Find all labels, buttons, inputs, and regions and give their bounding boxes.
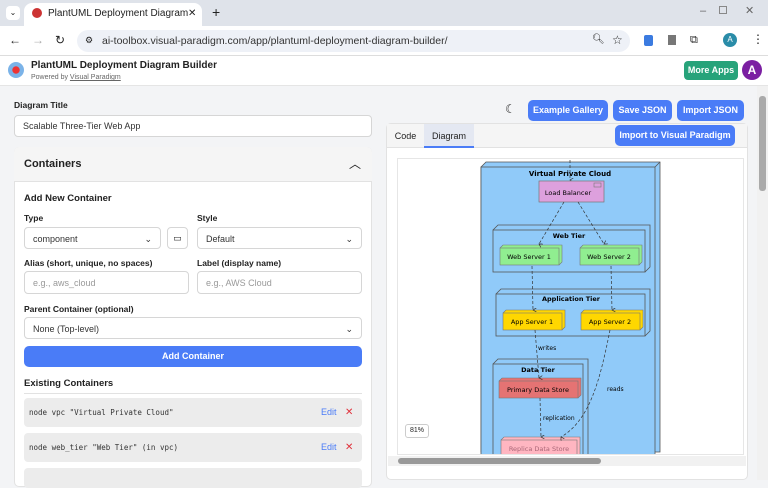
profile-avatar[interactable]: A [723,33,737,47]
favicon-icon [32,8,42,18]
primary-data-store-label: Primary Data Store [507,386,569,394]
edit-button[interactable]: Edit [321,407,337,417]
web-server-2-node[interactable] [579,244,643,266]
writes-edge-label: writes [538,345,556,352]
style-preview-icon[interactable]: ▭ [167,227,188,249]
add-new-container-heading: Add New Container [24,193,112,204]
replica-data-store-label: Replica Data Store [509,445,569,453]
edge [534,329,539,378]
replica-data-store-node[interactable] [500,436,581,455]
parent-label: Parent Container (optional) [24,304,134,314]
site-info-icon[interactable]: ⚙ [85,35,94,45]
extension-icon[interactable] [668,35,676,45]
page-scrollbar-thumb[interactable] [759,96,766,191]
container-row [24,433,362,462]
load-balancer-label: Load Balancer [545,189,592,197]
example-gallery-button[interactable]: Example Gallery [528,100,608,121]
back-icon[interactable]: ← [9,33,21,47]
powered-by-text: Powered by [31,74,68,81]
parent-select[interactable]: None (Top-level)⌄ [24,317,362,339]
app-server-2-node[interactable] [580,309,644,331]
edge [610,265,612,310]
web-server-1-label: Web Server 1 [507,253,551,261]
app-server-1-node[interactable] [502,309,566,331]
more-apps-button[interactable]: More Apps [684,61,738,80]
deployment-diagram: Virtual Private Cloud Load Balancer Web … [480,159,661,455]
zoom-level-badge: 81% [405,424,429,438]
containers-header[interactable] [14,147,372,182]
edge [577,201,604,244]
existing-containers-heading: Existing Containers [24,378,114,389]
save-json-button[interactable]: Save JSON [613,100,672,121]
container-row-text: node web_tier "Web Tier" (in vpc) [29,443,179,452]
extension-icon[interactable] [644,35,653,46]
forward-icon[interactable]: → [32,33,44,47]
horizontal-scrollbar-thumb[interactable] [398,458,601,464]
close-tab-icon[interactable]: ✕ [188,8,197,19]
edge [539,201,565,244]
alias-input[interactable]: e.g., aws_cloud [24,271,189,294]
browser-menu-icon[interactable]: ⋮ [752,32,764,46]
import-json-button[interactable]: Import JSON [677,100,744,121]
delete-icon[interactable]: ✕ [345,442,354,453]
minimize-icon[interactable]: – [700,5,707,17]
diagram-title-label: Diagram Title [14,100,68,110]
divider [24,393,362,394]
app-header [0,56,768,86]
visual-paradigm-link[interactable]: Visual Paradigm [69,74,121,81]
zoom-icon[interactable]: 🔍︎ [592,34,605,45]
user-avatar[interactable]: A [742,60,762,80]
import-to-visual-paradigm-button[interactable]: Import to Visual Paradigm [615,125,735,146]
reload-icon[interactable]: ↻ [55,33,66,47]
web-server-2-label: Web Server 2 [587,253,631,261]
maximize-icon[interactable] [719,6,727,14]
tab-list-icon[interactable]: ⌄ [6,6,20,20]
component-icon [593,182,602,188]
url-field[interactable]: ai-toolbox.visual-paradigm.com/app/plant… [77,30,630,52]
application-tier-label: Application Tier [542,295,601,303]
browser-tab-title[interactable]: PlantUML Deployment Diagram [48,8,189,19]
new-tab-icon[interactable]: + [212,4,221,20]
type-select[interactable]: component⌄ [24,227,161,249]
extensions-puzzle-icon[interactable]: ⧉ [690,34,698,46]
app-server-2-label: App Server 2 [589,318,631,326]
tab-diagram[interactable]: Diagram [424,124,474,148]
edge [561,329,611,437]
page-scrollbar[interactable] [757,86,768,480]
replication-edge-label: replication [543,415,575,422]
web-server-1-node[interactable] [499,244,563,266]
containers-title: Containers [24,158,82,170]
alias-label: Alias (short, unique, no spaces) [24,258,153,268]
close-window-icon[interactable]: ✕ [745,5,755,17]
label-label: Label (display name) [197,258,282,268]
edge [531,265,533,310]
delete-icon[interactable]: ✕ [345,407,354,418]
label-input[interactable]: e.g., AWS Cloud [197,271,362,294]
tab-code[interactable]: Code [394,131,417,141]
app-logo-icon [8,62,24,78]
load-balancer-node[interactable] [538,180,605,203]
primary-data-store-node[interactable] [498,377,582,399]
vpc-label: Virtual Private Cloud [529,170,611,178]
browser-tab[interactable] [24,3,202,26]
add-container-button[interactable]: Add Container [24,346,362,367]
reads-edge-label: reads [607,386,624,393]
diagram-viewport[interactable]: Virtual Private Cloud Load Balancer Web … [397,158,744,455]
type-label: Type [24,213,44,223]
app-server-1-label: App Server 1 [511,318,553,326]
style-label: Style [197,213,218,223]
web-tier-label: Web Tier [553,232,586,240]
edge [539,397,541,437]
style-select[interactable]: Default⌄ [197,227,362,249]
edit-button[interactable]: Edit [321,442,337,452]
container-row [24,398,362,427]
dark-mode-moon-icon[interactable]: ☾ [505,102,516,116]
chevron-up-icon[interactable]: ︿ [349,157,362,171]
app-title: PlantUML Deployment Diagram Builder [31,60,217,71]
container-row-text: node vpc "Virtual Private Cloud" [29,408,174,417]
container-row [24,468,362,488]
bookmark-star-icon[interactable]: ☆ [612,33,623,47]
diagram-title-input[interactable]: Scalable Three-Tier Web App [14,115,372,137]
